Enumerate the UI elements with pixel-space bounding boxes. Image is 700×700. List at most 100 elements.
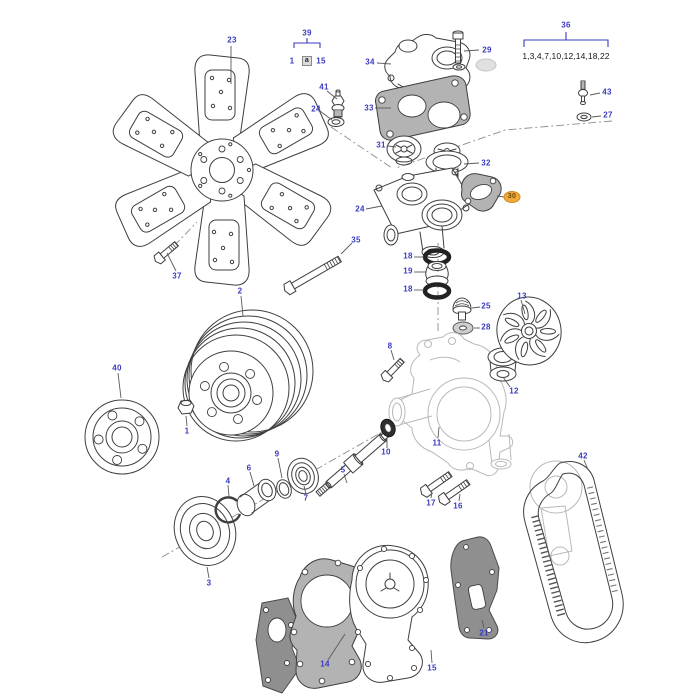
part-label-34[interactable]: 34 [365, 57, 375, 67]
leader-line [463, 162, 480, 165]
part-label-32[interactable]: 32 [481, 158, 491, 168]
snap-ring-drawing [214, 496, 242, 524]
part-label-28[interactable]: 28 [481, 322, 491, 332]
part-label-31[interactable]: 31 [376, 140, 386, 150]
part-label-12[interactable]: 12 [509, 386, 519, 396]
bearing-large-drawing [173, 496, 237, 566]
leader-line [589, 92, 601, 96]
temperature-sender-drawing [331, 89, 345, 118]
part-label-10[interactable]: 10 [381, 447, 391, 457]
part-label-2[interactable]: 2 [237, 286, 243, 296]
part-label-29[interactable]: 29 [482, 45, 492, 55]
leader-line [496, 195, 505, 198]
kit-group-bracket [523, 32, 609, 47]
part-label-40[interactable]: 40 [112, 363, 122, 373]
leader-line [343, 473, 348, 484]
leader-line [387, 145, 397, 148]
part-label-14[interactable]: 14 [320, 659, 330, 669]
leader-line [327, 633, 346, 661]
part-label-23[interactable]: 23 [227, 35, 237, 45]
highlighted-part-badge[interactable]: 30 [503, 191, 521, 203]
elbow-gasket-drawing [461, 173, 502, 212]
ring-drawing [276, 479, 292, 499]
part-label-39[interactable]: 39 [302, 28, 312, 38]
fan-variant-bracket [293, 38, 321, 48]
part-label-1[interactable]: 1 [184, 426, 190, 436]
highlight-ring [475, 58, 497, 72]
leader-line [502, 376, 511, 388]
part-label-37[interactable]: 37 [172, 271, 182, 281]
part-label-35[interactable]: 35 [351, 235, 361, 245]
part-label-13[interactable]: 13 [517, 291, 527, 301]
kit-contents-note: 1,3,4,7,10,12,14,18,22 [522, 51, 610, 61]
leader-line [376, 62, 392, 65]
impeller-drawing [496, 296, 562, 366]
part-label-8[interactable]: 8 [387, 341, 393, 351]
part-label-1[interactable]: 1 [289, 56, 295, 66]
leader-lines [117, 46, 602, 664]
part-label-9[interactable]: 9 [274, 449, 280, 459]
shaft-nut-drawing [177, 399, 195, 415]
shaft-seal-ring-drawing [380, 418, 396, 438]
tensioner-ghost-drawing [529, 460, 583, 566]
water-elbow-drawing [373, 167, 473, 258]
pulley-drawing [182, 309, 314, 442]
part-label-41[interactable]: 41 [319, 82, 329, 92]
part-label-15[interactable]: 15 [316, 56, 326, 66]
fan-bolt-drawing [151, 239, 181, 266]
leader-line [458, 493, 461, 502]
belt-drawing [523, 461, 624, 643]
rear-gasket-partial-drawing [255, 597, 301, 694]
variant-label-a: a [302, 56, 312, 66]
leader-line [277, 457, 283, 479]
part-label-4[interactable]: 4 [225, 476, 231, 486]
leader-line [481, 619, 485, 629]
plug-washer-drawing [452, 321, 474, 335]
cover-gasket-drawing [450, 536, 500, 640]
spacer-drawing [236, 478, 277, 517]
bearing-small-drawing [287, 457, 319, 495]
part-label-33[interactable]: 33 [364, 103, 374, 113]
part-label-25[interactable]: 25 [481, 301, 491, 311]
leader-line [240, 295, 244, 317]
leader-line [591, 115, 602, 118]
part-label-24[interactable]: 24 [355, 204, 365, 214]
part-label-24[interactable]: 24 [311, 104, 321, 114]
part-label-7[interactable]: 7 [303, 493, 309, 503]
part-label-43[interactable]: 43 [602, 87, 612, 97]
shaft-drawing [315, 428, 393, 497]
part-label-27[interactable]: 27 [603, 110, 613, 120]
leader-line [117, 372, 122, 399]
part-label-17[interactable]: 17 [426, 498, 436, 508]
part-label-19[interactable]: 19 [403, 266, 413, 276]
leader-line [185, 415, 188, 427]
part-label-5[interactable]: 5 [340, 465, 346, 475]
pump-bolt-drawing [378, 356, 407, 385]
part-label-6[interactable]: 6 [246, 463, 252, 473]
leader-line [249, 471, 255, 487]
part-label-15[interactable]: 15 [427, 663, 437, 673]
leader-line [583, 459, 589, 471]
bypass-fitting-drawing [578, 80, 588, 105]
part-label-21[interactable]: 21 [479, 628, 489, 638]
part-label-11[interactable]: 11 [432, 438, 442, 448]
part-label-16[interactable]: 16 [453, 501, 463, 511]
leader-line [365, 205, 383, 210]
part-label-18[interactable]: 18 [403, 284, 413, 294]
housing-gasket-drawing [375, 75, 471, 141]
leader-line [303, 485, 307, 495]
leader-line [471, 306, 481, 309]
seal-bush-drawing [425, 261, 449, 287]
backplate-drawing [349, 544, 430, 683]
part-label-18[interactable]: 18 [403, 251, 413, 261]
pump-body-drawing [388, 332, 514, 477]
leader-line [437, 426, 440, 439]
fitting-washer-drawing [576, 112, 592, 122]
leader-line [390, 349, 395, 361]
part-label-42[interactable]: 42 [578, 451, 588, 461]
part-label-3[interactable]: 3 [206, 578, 212, 588]
part-label-36[interactable]: 36 [561, 20, 571, 30]
